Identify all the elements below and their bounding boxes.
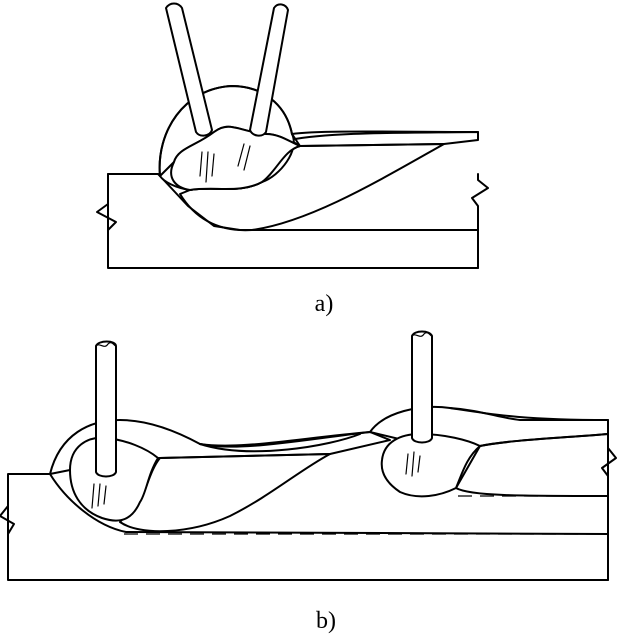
electrode-left-a bbox=[165, 2, 213, 137]
caption-a: a) bbox=[315, 291, 334, 317]
electrode-left-b bbox=[95, 340, 117, 478]
electrode-right-b bbox=[411, 330, 433, 444]
solidified-weld-b-right bbox=[455, 433, 609, 497]
base-plate-a bbox=[107, 173, 479, 269]
slag-layer-a bbox=[289, 131, 479, 147]
electrode-right-a bbox=[249, 3, 289, 137]
molten-pool-b-right bbox=[380, 433, 481, 498]
break-mark-left-a bbox=[96, 203, 117, 231]
arc-marks-a bbox=[199, 143, 251, 183]
arc-marks-b bbox=[91, 451, 421, 509]
caption-b: b) bbox=[316, 608, 336, 634]
break-mark-right-a bbox=[471, 173, 489, 269]
break-mark-left-b bbox=[0, 505, 15, 535]
panel-b bbox=[0, 330, 617, 581]
panel-a bbox=[96, 2, 489, 269]
